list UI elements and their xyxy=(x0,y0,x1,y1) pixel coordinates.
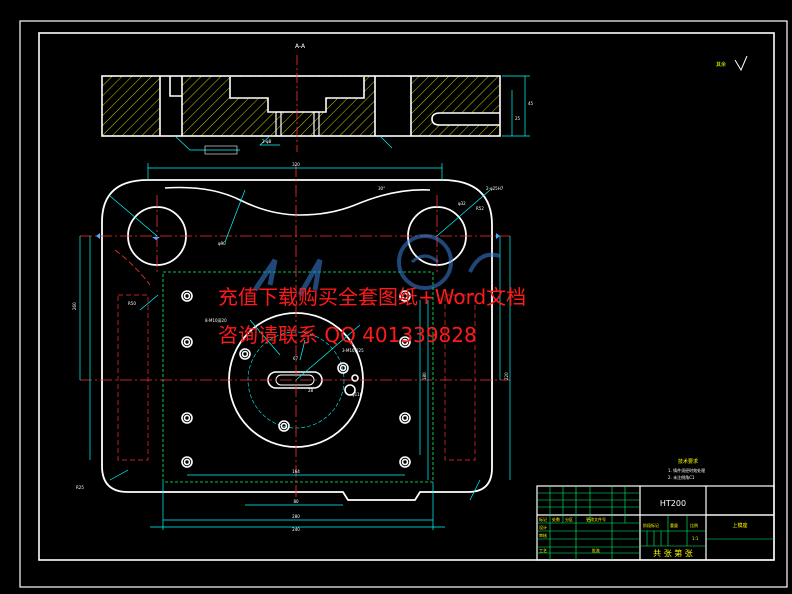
section-label: A-A xyxy=(295,43,306,50)
dim-height-right: 220 xyxy=(504,372,509,380)
material: HT200 xyxy=(660,499,686,508)
roughness-symbol: 其余 xyxy=(716,55,748,72)
watermark-line1: 充值下载购买全套图纸+Word文档 xyxy=(218,285,526,309)
plan-view: 320 164 80 280 240 260 220 180 R52 30° 2… xyxy=(72,162,511,532)
tech-item-2: 2. 未注倒角C1 xyxy=(668,474,695,480)
logo-watermark xyxy=(252,234,501,297)
tb-label-review: 审核 xyxy=(539,532,547,538)
dim-radius-top: R52 xyxy=(476,206,484,211)
sheet-info: 共 张 第 张 xyxy=(653,548,693,558)
dim-slot-dia: φ32 xyxy=(458,201,466,206)
roughness-note: 其余 xyxy=(716,61,726,68)
section-view: 45 25 2-φ8 xyxy=(101,55,534,155)
dim-inner-width: 280 xyxy=(292,514,300,519)
tb-label-approve: 批准 xyxy=(592,547,600,553)
dim-outer-width: 240 xyxy=(292,527,300,532)
dim-radius-bottom: R25 xyxy=(76,485,84,490)
pin-ref: 2-φ8 xyxy=(262,139,272,144)
tb-label-change: 更改文件号 xyxy=(586,516,606,522)
dim-radius-left: R50 xyxy=(128,301,136,306)
tb-label-count: 处数 xyxy=(552,516,560,522)
part-name: 上模座 xyxy=(732,522,747,529)
watermark-line2: 咨询请联系 QQ 401339828 xyxy=(218,323,477,347)
dim-diameter-note: φ90 xyxy=(218,241,226,246)
dim-28: 28 xyxy=(308,388,314,393)
title-block: HT200 上模座 共 张 第 张 标记 处数 分区 更改文件号 设计 审核 工… xyxy=(536,485,775,561)
plate-outline xyxy=(101,179,493,501)
dim-height-inner: 180 xyxy=(422,372,427,380)
outer-frame xyxy=(19,20,788,588)
dim-hole-spacing: 164 xyxy=(292,469,300,474)
dim-side-h1: 45 xyxy=(528,101,534,106)
dim-center-span: 80 xyxy=(293,499,299,504)
tb-label-zone: 分区 xyxy=(565,516,573,522)
dim-pin-note: 2-φ25H7 xyxy=(486,186,504,191)
dim-67: 67 xyxy=(293,356,299,361)
tb-label-stage: 阶段标记 xyxy=(643,522,659,528)
tb-label-design: 设计 xyxy=(539,524,547,530)
inner-border xyxy=(38,32,775,561)
dim-hole-note: 3-M10深25 xyxy=(342,347,364,353)
tech-title: 技术要求 xyxy=(678,458,698,465)
dim-height-left: 260 xyxy=(72,302,77,310)
dim-thread-note: 8-M10深20 xyxy=(205,317,227,323)
tb-label-process: 工艺 xyxy=(539,548,547,553)
tb-label-mark: 标记 xyxy=(539,516,547,522)
dim-angle: 30° xyxy=(378,186,385,191)
tech-item-1: 1. 铸件须经时效处理 xyxy=(668,467,705,473)
tb-scale-value: 1:1 xyxy=(692,536,699,541)
tech-requirements: 技术要求 1. 铸件须经时效处理 2. 未注倒角C1 xyxy=(668,458,705,480)
tb-label-scale: 比例 xyxy=(690,522,698,528)
dim-side-h2: 25 xyxy=(515,116,521,121)
dim-bore-dia: φ110 xyxy=(352,392,363,397)
dim-top-width: 320 xyxy=(292,162,300,167)
tb-label-weight: 重量 xyxy=(670,522,678,528)
